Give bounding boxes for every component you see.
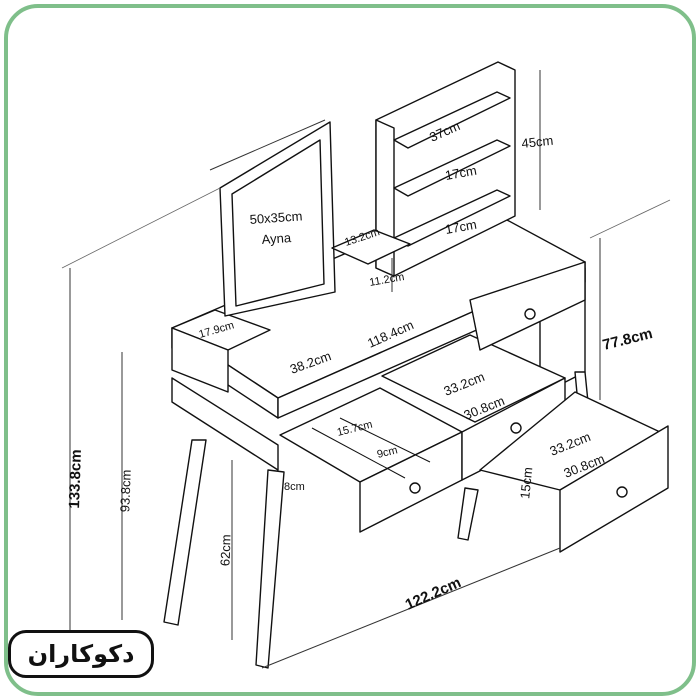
left-cubby-front <box>171 327 229 393</box>
drawer-depth-label: 15cm <box>517 466 535 499</box>
brand-logo-text: دکوکاران <box>27 640 135 668</box>
drawer-right-knob[interactable] <box>616 486 628 498</box>
leg-front-right <box>255 469 285 669</box>
drawer-right-front <box>559 425 669 553</box>
leg-back-right <box>457 487 479 541</box>
leg-front-left <box>163 439 207 626</box>
left-cabinet-front <box>171 377 279 471</box>
shelf-gap-upper-label: 17cm <box>444 163 478 183</box>
mirror-size-label: 50x35cm <box>249 208 303 227</box>
shelf-unit-height-label: 45cm <box>521 133 554 151</box>
brand-logo: دکوکاران <box>8 630 154 678</box>
shelf-gap-lower-label: 17cm <box>444 217 478 237</box>
leg-height-label: 62cm <box>217 534 233 566</box>
total-height-label: 133.8cm <box>66 449 85 509</box>
shelf-upper <box>393 91 511 149</box>
left-drawer-depth-label: 8cm <box>284 481 305 493</box>
table-height-label: 93.8cm <box>117 469 133 512</box>
frame-border <box>4 4 696 696</box>
divider-line-b <box>339 417 431 463</box>
drawer-upper-right-knob[interactable] <box>524 308 536 320</box>
drawer-mid-knob[interactable] <box>510 422 522 434</box>
mirror-name-label: Ayna <box>261 230 292 247</box>
small-shelf <box>331 229 411 265</box>
shelf-middle <box>393 139 511 197</box>
drawer-left-knob[interactable] <box>409 482 421 494</box>
divider-line-a <box>311 427 406 479</box>
mirror-glass <box>231 139 325 307</box>
total-width-label: 122.2cm <box>403 574 464 614</box>
dim-mirror-top-line <box>209 119 326 171</box>
cabinet-height-label: 77.8cm <box>601 325 654 354</box>
divider-b-label: 9cm <box>376 444 399 461</box>
drawer-upper-right-front <box>469 261 586 351</box>
dim-total-width-line <box>261 547 561 669</box>
